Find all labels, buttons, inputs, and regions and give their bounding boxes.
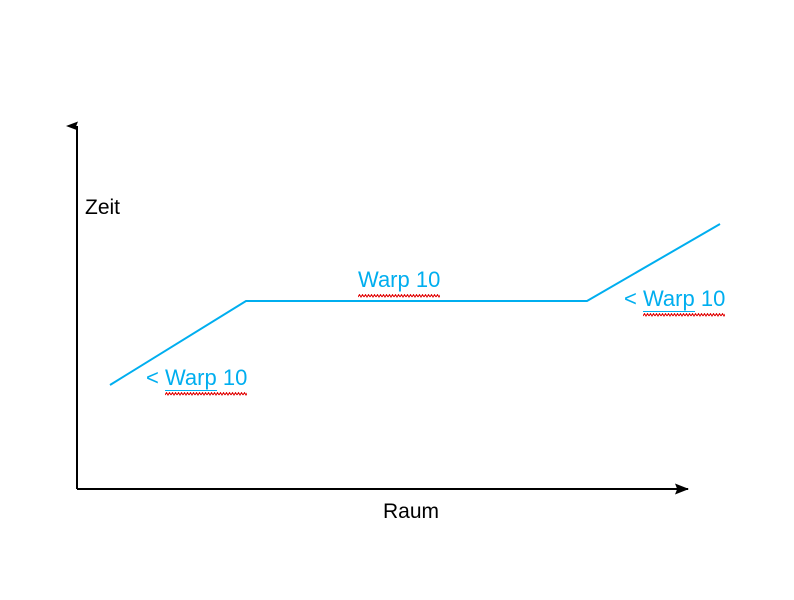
less-than-sign-right: < (624, 286, 643, 311)
x-axis-label: Raum (383, 500, 440, 523)
annotation-warp-center: Warp 10 (358, 267, 441, 298)
y-axis-label: Zeit (85, 196, 121, 219)
warp-number-center: 10 (409, 267, 441, 292)
warp-phrase-right: Warp 10 (642, 286, 726, 317)
warp-number-right: 10 (694, 286, 726, 311)
annotation-warp-left: < Warp 10 (146, 365, 248, 396)
warp-phrase-left: Warp 10 (164, 365, 248, 396)
warp-word-right: Warp (642, 286, 695, 312)
warp-word-left: Warp (164, 365, 217, 391)
warp-number-left: 10 (216, 365, 248, 390)
annotation-warp-right: < Warp 10 (624, 286, 726, 317)
warp-phrase-center: Warp 10 (358, 267, 441, 298)
less-than-sign-left: < (146, 365, 165, 390)
warp-profile-line (109, 223, 721, 386)
warp-word-center: Warp (358, 267, 410, 292)
